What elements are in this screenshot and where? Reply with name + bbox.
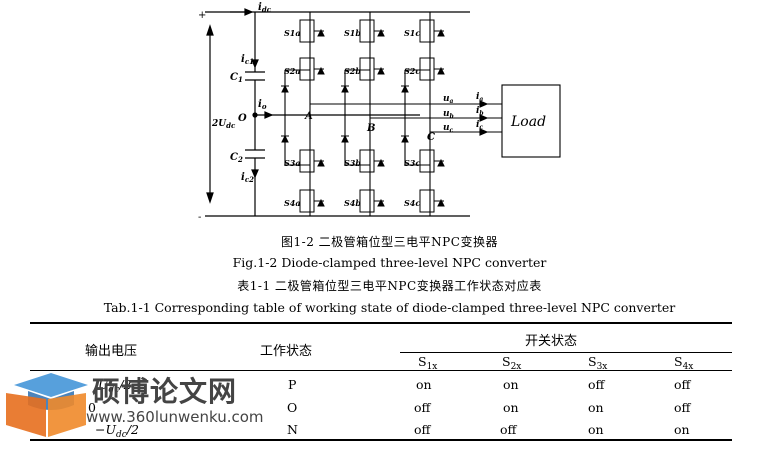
row1-s4: off [674,377,691,392]
switch-label-s2a: S2a [284,66,301,76]
row2-state: O [287,400,298,415]
figure-caption-cn: 图1-2 二极管箱位型三电平NPC变换器 [281,235,498,249]
row3-state: N [287,422,298,437]
uc-label: uc [443,123,454,134]
node-a-label: A [304,111,313,122]
row3-s4: on [674,422,690,437]
row1-voltage: Udc/2 [98,377,132,395]
header-s2x: S2x [502,354,522,372]
io-label: io [258,99,267,111]
ua-label: ua [443,94,454,105]
row3-s3: on [588,422,604,437]
row2-s4: off [674,400,691,415]
row2-s2: on [503,400,519,415]
figure-caption-en: Fig.1-2 Diode-clamped three-level NPC co… [232,255,547,270]
ia-label: ia [476,92,483,103]
c1-label: C1 [230,72,243,84]
table-caption-cn: 表1-1 二极管箱位型三电平NPC变换器工作状态对应表 [237,279,542,293]
row1-s1: on [416,377,432,392]
switch-label-s2c: S2c [404,66,420,76]
node-c-label: C [427,132,435,143]
switch-label-s3a: S3a [284,158,301,168]
header-switch-state: 开关状态 [525,334,578,349]
row3-s1: off [414,422,431,437]
udc-label: 2Udc [211,119,236,130]
switch-label-s1c: S1c [404,28,420,38]
dc-minus-label: - [198,212,201,223]
watermark-url: www.360lunwenku.com [86,408,264,426]
row2-s3: on [588,400,604,415]
switch-label-s2b: S2b [344,66,361,76]
row3-voltage: −Udc/2 [95,422,139,440]
row3-s2: off [500,422,517,437]
switch-label-s1b: S1b [344,28,361,38]
header-s4x: S4x [674,354,694,372]
row1-state: P [288,377,297,392]
c2-label: C2 [230,152,243,164]
switch-label-s3c: S3c [404,158,420,168]
node-b-label: B [366,123,375,134]
header-work-state: 工作状态 [260,344,313,359]
switch-label-s4c: S4c [404,198,420,208]
switch-label-s4a: S4a [284,198,301,208]
row2-s1: off [414,400,431,415]
watermark-title: 硕博论文网 [92,375,238,408]
graduation-cap-icon [6,373,88,437]
ic1-label: ic1 [241,54,254,66]
node-o-label: O [238,113,247,124]
load-label: Load [510,114,546,130]
row2-voltage: 0 [88,400,96,415]
ib-label: ib [476,106,484,117]
dc-plus-label: + [198,10,206,21]
switch-state-table: 输出电压 工作状态 开关状态 S1x S2x S3x S4x Udc/2 P o… [0,322,779,453]
npc-converter-circuit-diagram: + - idc ic1 C1 io O 2Udc C2 ic2 A B C ua… [198,2,561,223]
table-header-rule [30,370,732,371]
ub-label: ub [443,109,454,120]
table-header-mid-rule [400,352,732,353]
row1-s3: off [588,377,605,392]
switch-label-s1a: S1a [284,28,301,38]
switch-label-s3b: S3b [344,158,361,168]
header-s3x: S3x [588,354,608,372]
idc-label: idc [258,2,272,14]
table-bottom-rule [30,439,732,441]
switch-label-s4b: S4b [344,198,361,208]
header-s1x: S1x [418,354,438,372]
header-output-voltage: 输出电压 [85,344,138,359]
watermark-logo [6,373,88,437]
ic2-label: ic2 [241,172,254,184]
ic-label: ic [476,120,483,131]
row1-s2: on [503,377,519,392]
table-caption-en: Tab.1-1 Corresponding table of working s… [103,300,676,315]
table-top-rule [30,322,732,324]
